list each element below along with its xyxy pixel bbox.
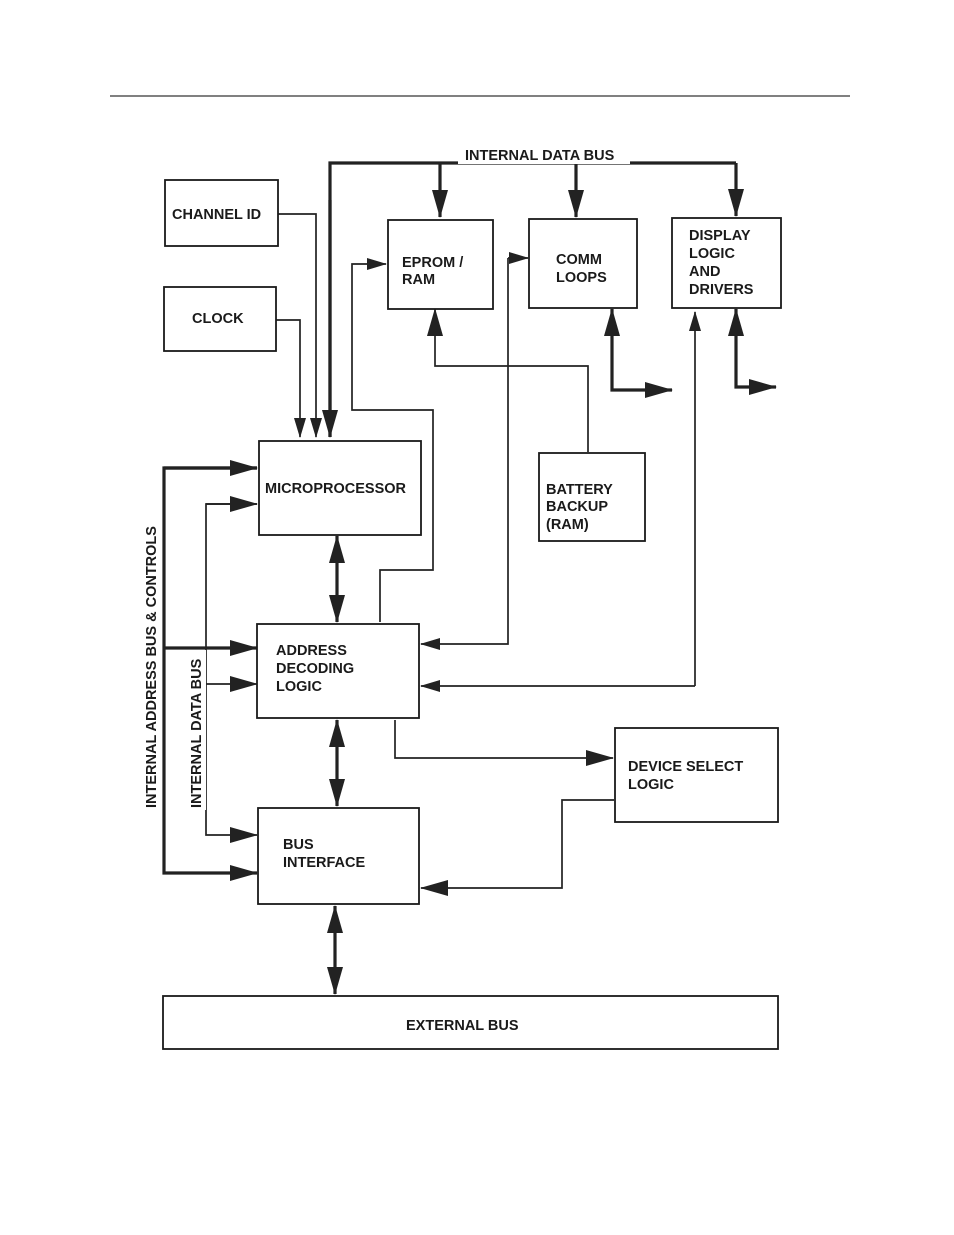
bus-interface-label-line1: BUS (283, 837, 314, 853)
external-bus-block: EXTERNAL BUS (162, 995, 779, 1050)
svg-text:DEVICE SELECT: DEVICE SELECT (628, 759, 743, 775)
side-bus-label-bg (188, 650, 206, 810)
bus-interface-label-line2: INTERFACE (283, 855, 366, 871)
battery-label-line2: BACKUP (546, 499, 608, 515)
svg-text:AND: AND (689, 264, 720, 280)
address-label-line1: ADDRESS (276, 643, 347, 659)
connections (162, 161, 777, 995)
bus-interface-block: BUS INTERFACE (257, 807, 420, 905)
comm-label-line1: COMM (556, 252, 602, 268)
svg-text:INTERFACE: INTERFACE (283, 855, 366, 871)
device-select-block: DEVICE SELECT LOGIC (614, 727, 779, 823)
svg-text:BUS: BUS (283, 837, 314, 853)
svg-text:ADDRESS: ADDRESS (276, 643, 347, 659)
battery-backup-block: BATTERY BACKUP (RAM) (538, 452, 646, 542)
comm-loops-block: COMM LOOPS (528, 218, 638, 309)
top-bus-label-bg (458, 146, 630, 164)
display-label-line4: DRIVERS (689, 282, 754, 298)
battery-label-line3: (RAM) (546, 517, 589, 533)
svg-text:EPROM /: EPROM / (402, 255, 463, 271)
eprom-ram-block: EPROM / RAM (387, 219, 494, 310)
address-decoding-block: ADDRESS DECODING LOGIC (256, 623, 420, 719)
svg-text:DRIVERS: DRIVERS (689, 282, 754, 298)
eprom-label-line1: EPROM / (402, 255, 463, 271)
svg-text:RAM: RAM (402, 272, 435, 288)
internal-data-bus-side-label: INTERNAL DATA BUS (189, 658, 205, 808)
display-label-line3: AND (689, 264, 720, 280)
svg-text:DECODING: DECODING (276, 661, 354, 677)
internal-address-bus-label: INTERNAL ADDRESS BUS & CONTROLS (144, 526, 160, 808)
address-label-line2: DECODING (276, 661, 354, 677)
clock-label: CLOCK (192, 311, 244, 327)
battery-label-line1: BATTERY (546, 482, 613, 498)
display-label-line1: DISPLAY (689, 228, 751, 244)
svg-text:COMM: COMM (556, 252, 602, 268)
svg-text:(RAM): (RAM) (546, 517, 589, 533)
address-label-line3: LOGIC (276, 679, 322, 695)
microprocessor-block: MICROPROCESSOR (258, 440, 422, 536)
device-select-label-line1: DEVICE SELECT (628, 759, 743, 775)
svg-text:DISPLAY: DISPLAY (689, 228, 751, 244)
clock-block: CLOCK (163, 286, 277, 352)
device-select-label-line2: LOGIC (628, 777, 674, 793)
svg-text:BATTERY: BATTERY (546, 482, 613, 498)
svg-text:LOOPS: LOOPS (556, 270, 607, 286)
channel-id-label: CHANNEL ID (172, 207, 261, 223)
microprocessor-label: MICROPROCESSOR (265, 481, 407, 497)
svg-text:BACKUP: BACKUP (546, 499, 608, 515)
eprom-label-line2: RAM (402, 272, 435, 288)
svg-text:LOGIC: LOGIC (628, 777, 674, 793)
svg-text:LOGIC: LOGIC (689, 246, 735, 262)
display-label-line2: LOGIC (689, 246, 735, 262)
display-logic-block: DISPLAY LOGIC AND DRIVERS (671, 217, 782, 309)
internal-data-bus-top-label: INTERNAL DATA BUS (465, 148, 615, 164)
comm-label-line2: LOOPS (556, 270, 607, 286)
channel-id-block: CHANNEL ID (164, 179, 279, 247)
external-bus-label: EXTERNAL BUS (406, 1018, 519, 1034)
svg-text:LOGIC: LOGIC (276, 679, 322, 695)
